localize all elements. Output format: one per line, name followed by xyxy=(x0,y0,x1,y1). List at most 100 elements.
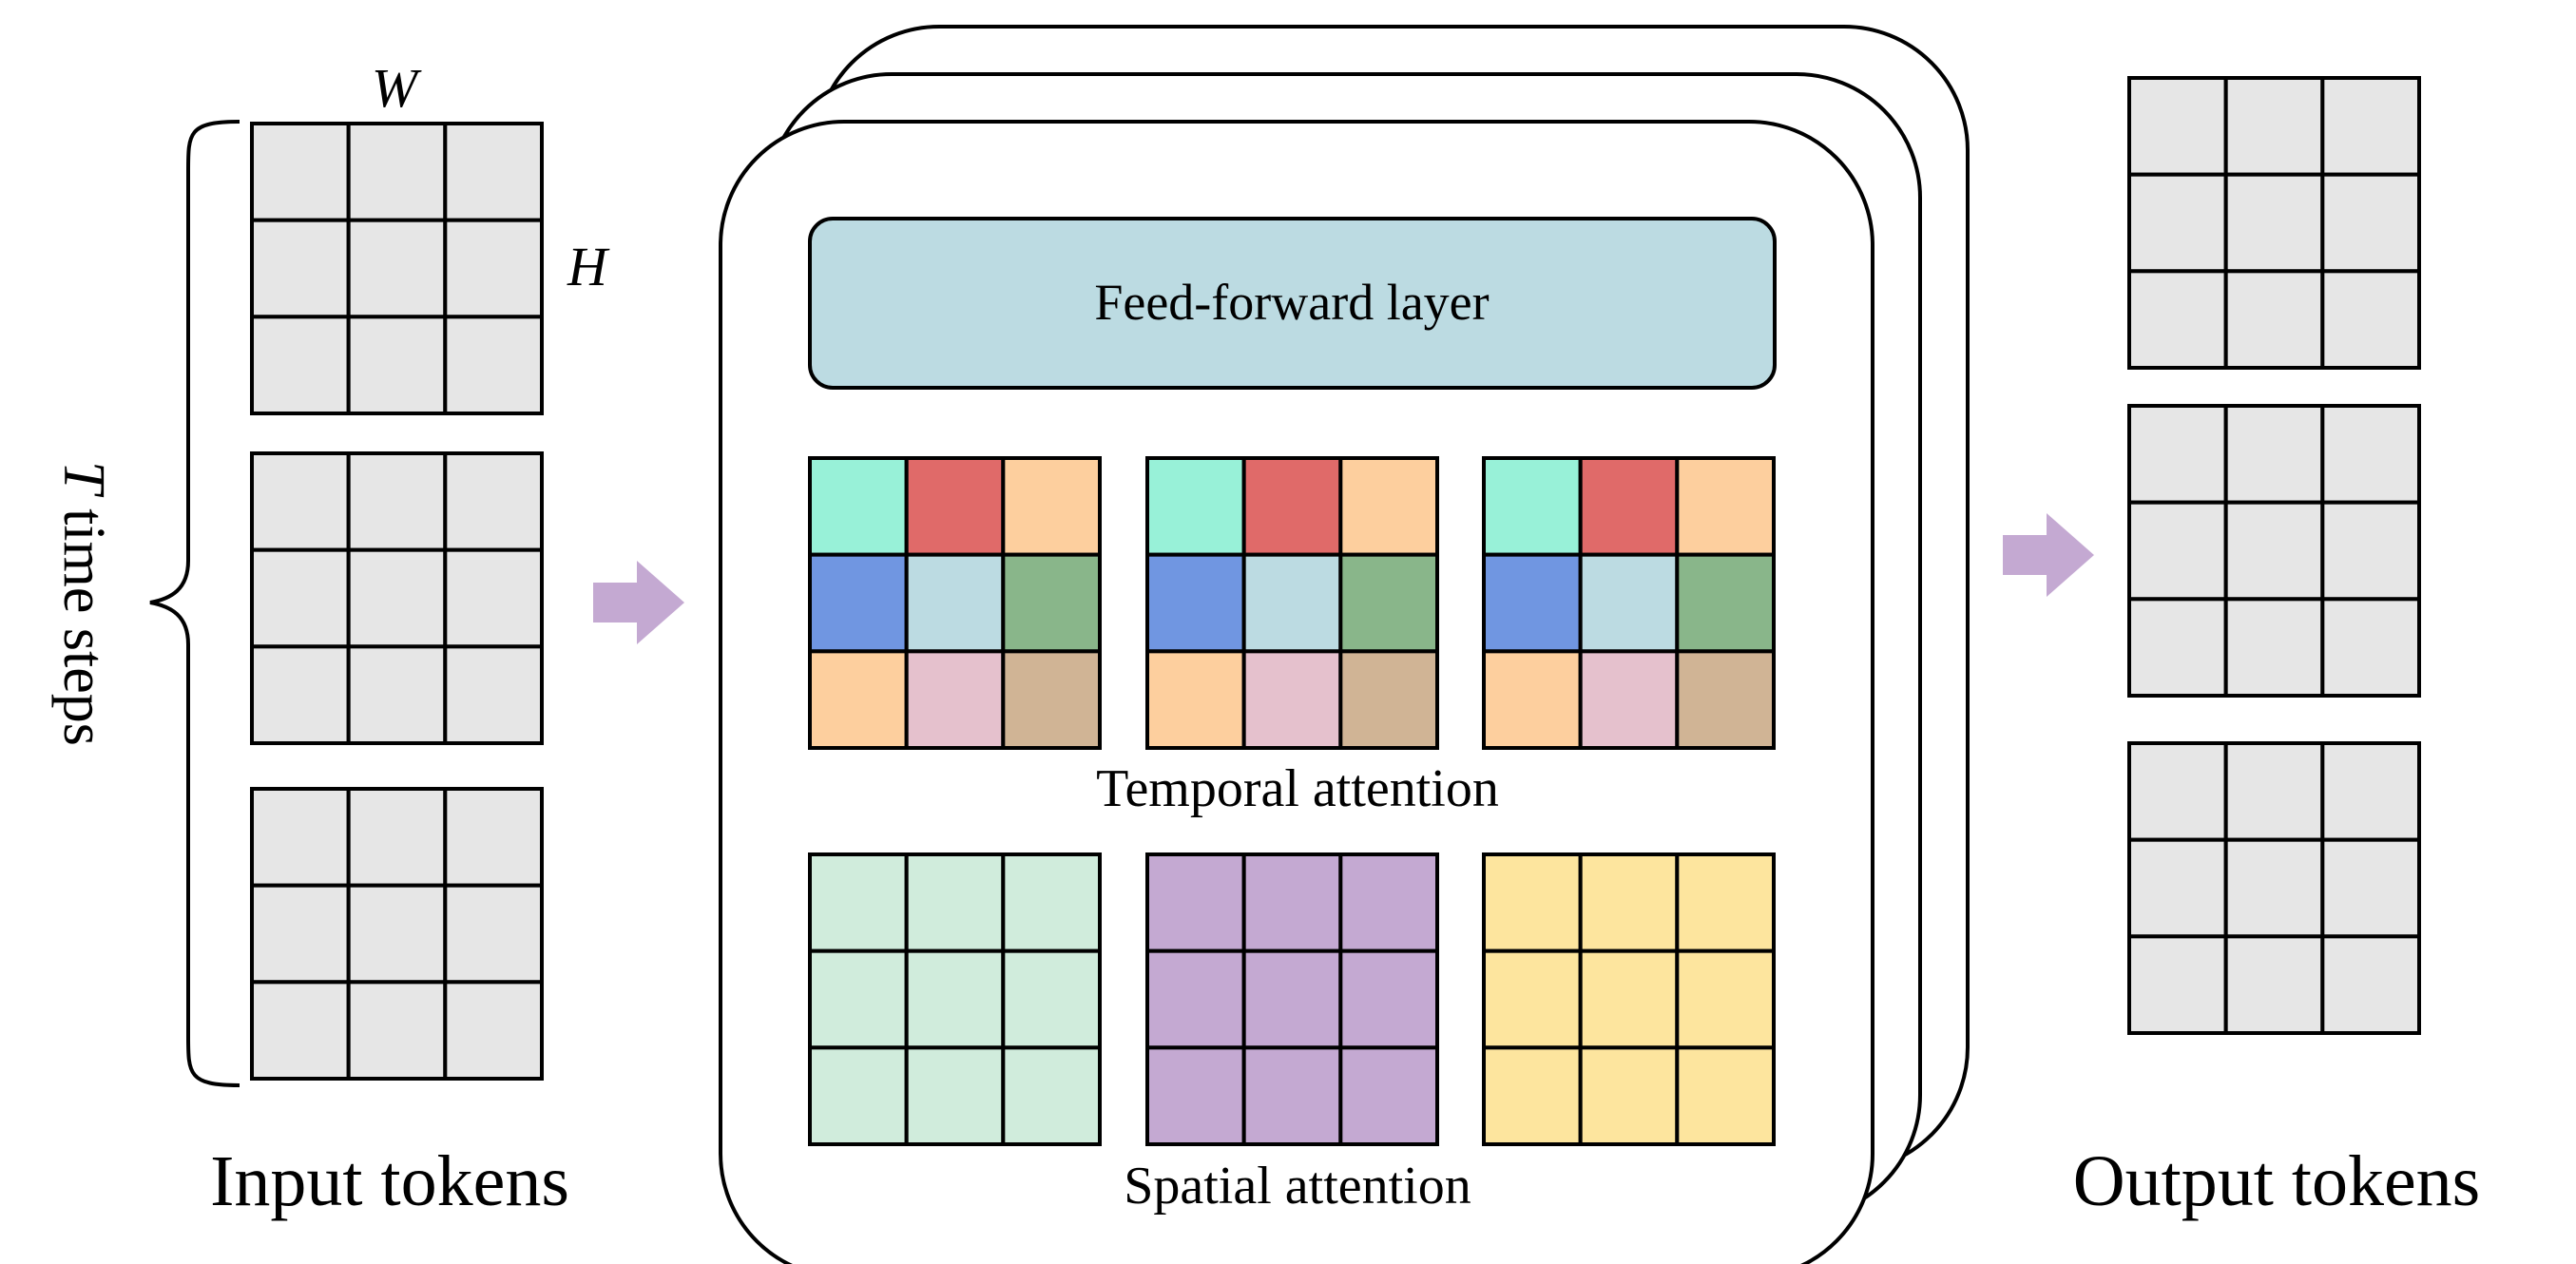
token-cell xyxy=(2223,172,2325,274)
token-cell xyxy=(2320,597,2421,698)
token-cell xyxy=(2223,837,2325,939)
token-cell xyxy=(1578,948,1680,1050)
output-tokens-group: Output tokens xyxy=(2073,76,2480,1221)
token-cell xyxy=(346,883,448,985)
token-cell xyxy=(2320,934,2421,1035)
token-cell xyxy=(1482,948,1583,1050)
token-cell xyxy=(2223,269,2325,371)
token-cell xyxy=(443,218,545,319)
token-cell xyxy=(1482,852,1583,953)
output-frames xyxy=(2127,76,2421,1035)
token-cell xyxy=(1001,948,1103,1050)
token-cell xyxy=(1241,852,1343,953)
token-cell xyxy=(1578,552,1680,654)
token-cell xyxy=(1482,1045,1583,1147)
temporal-attention-grid xyxy=(1482,456,1777,750)
spatial-attention-grid xyxy=(808,852,1103,1147)
token-cell xyxy=(1482,552,1583,654)
temporal-attention-grid xyxy=(1145,456,1440,750)
token-cell xyxy=(2223,741,2325,842)
token-cell xyxy=(250,218,351,319)
temporal-attention-label: Temporal attention xyxy=(1096,759,1499,818)
token-cell xyxy=(1338,649,1440,750)
token-cell xyxy=(2127,404,2228,505)
token-cell xyxy=(1578,852,1680,953)
token-cell xyxy=(2127,172,2228,274)
token-cell xyxy=(2320,741,2421,842)
token-cell xyxy=(2320,172,2421,274)
input-token-grid xyxy=(250,451,545,745)
token-cell xyxy=(1675,649,1777,750)
token-cell xyxy=(1145,456,1246,557)
token-cell xyxy=(2320,404,2421,505)
token-cell xyxy=(250,122,351,222)
token-cell xyxy=(1675,852,1777,953)
token-cell xyxy=(1578,649,1680,750)
token-cell xyxy=(808,948,909,1050)
time-steps-text: time steps xyxy=(51,494,116,746)
token-cell xyxy=(1145,649,1246,750)
token-cell xyxy=(2320,269,2421,371)
token-cell xyxy=(2320,500,2421,602)
input-token-grid xyxy=(250,787,545,1082)
token-cell xyxy=(443,451,545,552)
feed-forward-layer-label: Feed-forward layer xyxy=(1094,274,1489,331)
token-cell xyxy=(1001,852,1103,953)
token-cell xyxy=(2320,76,2421,177)
token-cell xyxy=(1241,649,1343,750)
token-cell xyxy=(2127,597,2228,698)
time-symbol: T xyxy=(51,461,116,498)
temporal-attention-grids xyxy=(808,456,1777,750)
token-cell xyxy=(2127,837,2228,939)
token-cell xyxy=(1338,1045,1440,1147)
token-cell xyxy=(443,644,545,745)
token-cell xyxy=(1338,456,1440,557)
token-cell xyxy=(250,547,351,649)
time-steps-brace xyxy=(149,120,240,1087)
token-cell xyxy=(1145,1045,1246,1147)
token-cell xyxy=(2127,934,2228,1035)
token-cell xyxy=(1675,552,1777,654)
token-cell xyxy=(2127,741,2228,842)
input-token-grid xyxy=(250,122,545,416)
transformer-block-stack: Feed-forward layer Temporal attention Sp… xyxy=(719,25,1970,1264)
token-cell xyxy=(1241,552,1343,654)
token-cell xyxy=(904,456,1006,557)
token-cell xyxy=(1338,552,1440,654)
token-cell xyxy=(1338,852,1440,953)
token-cell xyxy=(1675,1045,1777,1147)
token-cell xyxy=(2223,597,2325,698)
token-cell xyxy=(250,980,351,1082)
token-cell xyxy=(808,456,909,557)
token-cell xyxy=(2223,76,2325,177)
token-cell xyxy=(1675,948,1777,1050)
output-arrow xyxy=(2003,513,2094,597)
token-cell xyxy=(1241,456,1343,557)
token-cell xyxy=(1145,552,1246,654)
token-cell xyxy=(346,547,448,649)
height-label: H xyxy=(567,236,610,297)
token-cell xyxy=(1241,948,1343,1050)
input-tokens-caption: Input tokens xyxy=(210,1141,569,1221)
token-cell xyxy=(250,883,351,985)
output-token-grid xyxy=(2127,76,2421,371)
token-cell xyxy=(2223,404,2325,505)
token-cell xyxy=(346,218,448,319)
token-cell xyxy=(346,787,448,888)
temporal-attention-grid xyxy=(808,456,1103,750)
spatial-attention-grids xyxy=(808,852,1777,1147)
token-cell xyxy=(2320,837,2421,939)
input-tokens-group: W H T time steps Input tokens xyxy=(51,57,610,1221)
token-cell xyxy=(1482,649,1583,750)
token-cell xyxy=(808,552,909,654)
token-cell xyxy=(346,451,448,552)
input-arrow xyxy=(593,561,684,644)
token-cell xyxy=(904,948,1006,1050)
token-cell xyxy=(1338,948,1440,1050)
token-cell xyxy=(250,315,351,416)
token-cell xyxy=(250,644,351,745)
token-cell xyxy=(2223,934,2325,1035)
token-cell xyxy=(346,980,448,1082)
token-cell xyxy=(346,644,448,745)
